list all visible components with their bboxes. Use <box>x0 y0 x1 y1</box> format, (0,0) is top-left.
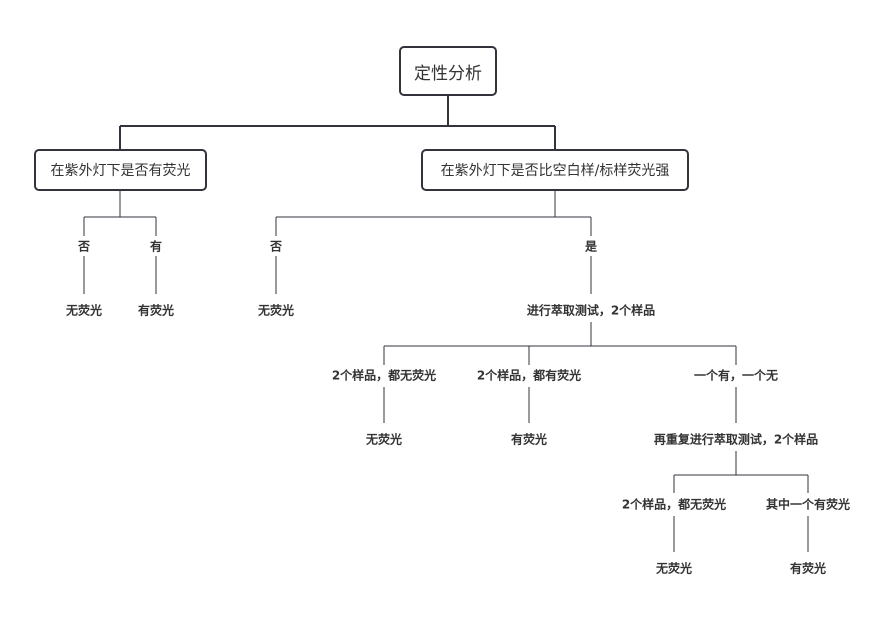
re-extract-label: 再重复进行萃取测试，2个样品 <box>651 430 821 448</box>
uv-compare-label: 在紫外灯下是否比空白样/标样荧光强 <box>440 163 670 179</box>
root-node: 定性分析 <box>399 46 497 96</box>
left-yes-label: 有 <box>147 237 165 255</box>
left-no-result: 无荧光 <box>63 301 105 319</box>
left-yes-result: 有荧光 <box>135 301 177 319</box>
both-none-result: 无荧光 <box>363 430 405 448</box>
uv-compare-node: 在紫外灯下是否比空白样/标样荧光强 <box>421 149 689 191</box>
re-one-has-label: 其中一个有荧光 <box>763 495 853 513</box>
re-one-has-result: 有荧光 <box>787 559 829 577</box>
right-yes-label: 是 <box>582 237 600 255</box>
one-each-label: 一个有，一个无 <box>691 366 781 384</box>
re-both-none-result: 无荧光 <box>653 559 695 577</box>
uv-fluorescence-label: 在紫外灯下是否有荧光 <box>50 163 191 179</box>
right-no-result: 无荧光 <box>255 301 297 319</box>
right-no-label: 否 <box>267 237 285 255</box>
extract-test-label: 进行萃取测试，2个样品 <box>524 301 658 319</box>
uv-fluorescence-node: 在紫外灯下是否有荧光 <box>34 149 207 191</box>
root-node-label: 定性分析 <box>414 63 482 84</box>
re-both-none-label: 2个样品，都无荧光 <box>619 495 729 513</box>
both-have-label: 2个样品，都有荧光 <box>474 366 584 384</box>
left-no-label: 否 <box>75 237 93 255</box>
both-have-result: 有荧光 <box>508 430 550 448</box>
both-none-label: 2个样品，都无荧光 <box>329 366 439 384</box>
